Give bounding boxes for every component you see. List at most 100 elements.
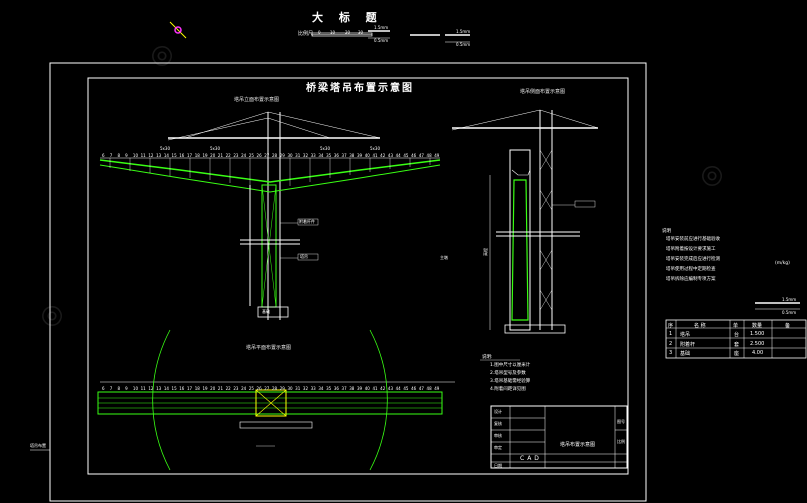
pier-number: 49 [434, 153, 440, 158]
label-pier: 主墩 [440, 255, 448, 260]
pier-number: 32 [302, 386, 308, 391]
pier-number: 43 [387, 386, 393, 391]
scale-title: 大 标 题 [312, 11, 383, 24]
side-view-title: 塔吊侧面布置示意图 [520, 89, 566, 95]
title-block-right-1: 图号 [617, 419, 625, 424]
scale-tick-1: 10 [330, 30, 336, 35]
pier-number: 27 [264, 386, 270, 391]
pier-number: 43 [387, 153, 393, 158]
pier-number: 30 [287, 153, 293, 158]
pier-number: 40 [364, 153, 370, 158]
pier-number: 18 [194, 153, 200, 158]
pier-number: 16 [179, 153, 185, 158]
pier-number: 47 [418, 386, 424, 391]
pier-number: 10 [132, 153, 138, 158]
legend-a: 1.5mm [374, 25, 389, 30]
pier-number: 28 [272, 153, 278, 158]
pier-number: 46 [411, 386, 417, 391]
pier-number: 18 [194, 386, 200, 391]
table-header-unit: 单 [733, 323, 739, 329]
pier-number: 14 [163, 386, 169, 391]
pier-number: 21 [217, 153, 223, 158]
pier-number: 19 [202, 386, 208, 391]
pier-number: 22 [225, 386, 231, 391]
right-legend-1: 1.5mm [782, 297, 797, 302]
pier-number: 19 [202, 153, 208, 158]
pier-number: 33 [310, 153, 316, 158]
pier-number: 11 [140, 153, 146, 158]
pier-number: 10 [132, 386, 138, 391]
table-header-remark: 备 [785, 323, 791, 329]
pier-number: 6 [102, 386, 105, 391]
pier-number: 25 [248, 153, 254, 158]
pier-number: 29 [279, 153, 285, 158]
label-attach-rod: 附着杆件 [299, 219, 315, 224]
pier-number: 33 [310, 386, 316, 391]
pier-number: 36 [333, 386, 339, 391]
right-note-2: 塔吊附着按设计要求施工 [666, 247, 716, 252]
pier-number: 36 [333, 153, 339, 158]
pier-number: 34 [318, 153, 324, 158]
pier-number: 15 [171, 386, 177, 391]
table-row-2-qty: 2.500 [750, 341, 765, 347]
pier-number: 30 [287, 386, 293, 391]
table-row-1-qty: 1.500 [750, 331, 765, 337]
pier-number: 39 [357, 386, 363, 391]
pier-number: 47 [418, 153, 424, 158]
title-block-side-2: 复核 [494, 421, 502, 426]
left-label: 塔吊布置 [30, 443, 46, 448]
pier-number: 32 [302, 153, 308, 158]
right-unit-note: (m/kg) [775, 261, 790, 266]
label-base: 基础 [262, 309, 270, 314]
legend-b: 0.5mm [374, 38, 389, 43]
right-note-4: 塔吊使用过程中定期检查 [666, 267, 716, 272]
pier-number: 28 [272, 386, 278, 391]
pier-number: 42 [380, 153, 386, 158]
title-block-right-2: 比例 [617, 439, 625, 444]
scale-tick-0: 0 [318, 30, 321, 35]
scale-label: 比例尺 [298, 31, 314, 37]
pier-number: 7 [109, 386, 113, 391]
pier-number: 34 [318, 386, 324, 391]
table-row-3-unit: 座 [734, 351, 740, 357]
table-row-2-index: 2 [669, 341, 673, 347]
pier-number: 37 [341, 386, 347, 391]
pier-number: 38 [349, 386, 355, 391]
pier-number: 46 [411, 153, 417, 158]
note-4: 4.附着间距详见图 [490, 387, 526, 392]
pier-number: 6 [102, 153, 105, 158]
pier-number: 22 [225, 153, 231, 158]
title-block-side-5: 日期 [494, 463, 502, 468]
pier-number: 14 [163, 153, 169, 158]
title-block-side-1: 设计 [494, 409, 502, 414]
pier-number: 42 [380, 386, 386, 391]
pier-number: 21 [217, 386, 223, 391]
pier-number: 41 [372, 153, 378, 158]
pier-number: 20 [210, 153, 216, 158]
span-label-2: 5x30 [210, 146, 221, 151]
pier-number: 25 [248, 386, 254, 391]
pier-number: 8 [117, 386, 120, 391]
pier-number: 48 [426, 153, 432, 158]
pier-number: 48 [426, 386, 432, 391]
crosshair-cursor-icon [169, 21, 187, 39]
legend-c: 1.5mm [456, 29, 471, 34]
pier-number: 44 [395, 153, 401, 158]
plan-view-title: 塔吊平面布置示意图 [246, 345, 292, 351]
title-block-side-4: 审定 [494, 445, 502, 450]
pier-number: 38 [349, 153, 355, 158]
table-row-1-name: 塔吊 [680, 332, 691, 338]
pier-number: 35 [326, 386, 332, 391]
table-row-2-name: 附着杆 [680, 342, 696, 348]
pier-number: 44 [395, 386, 401, 391]
pier-number: 9 [125, 386, 128, 391]
drawing-title: 桥梁塔吊布置示意图 [306, 83, 414, 94]
table-row-3-name: 基础 [680, 351, 691, 357]
table-row-2-unit: 套 [734, 342, 740, 348]
note-1: 1.图中尺寸以厘米计 [490, 363, 531, 368]
table-row-3-qty: 4.00 [752, 350, 764, 356]
legend-d: 0.5mm [456, 42, 471, 47]
span-label-3: 5x30 [320, 146, 331, 151]
